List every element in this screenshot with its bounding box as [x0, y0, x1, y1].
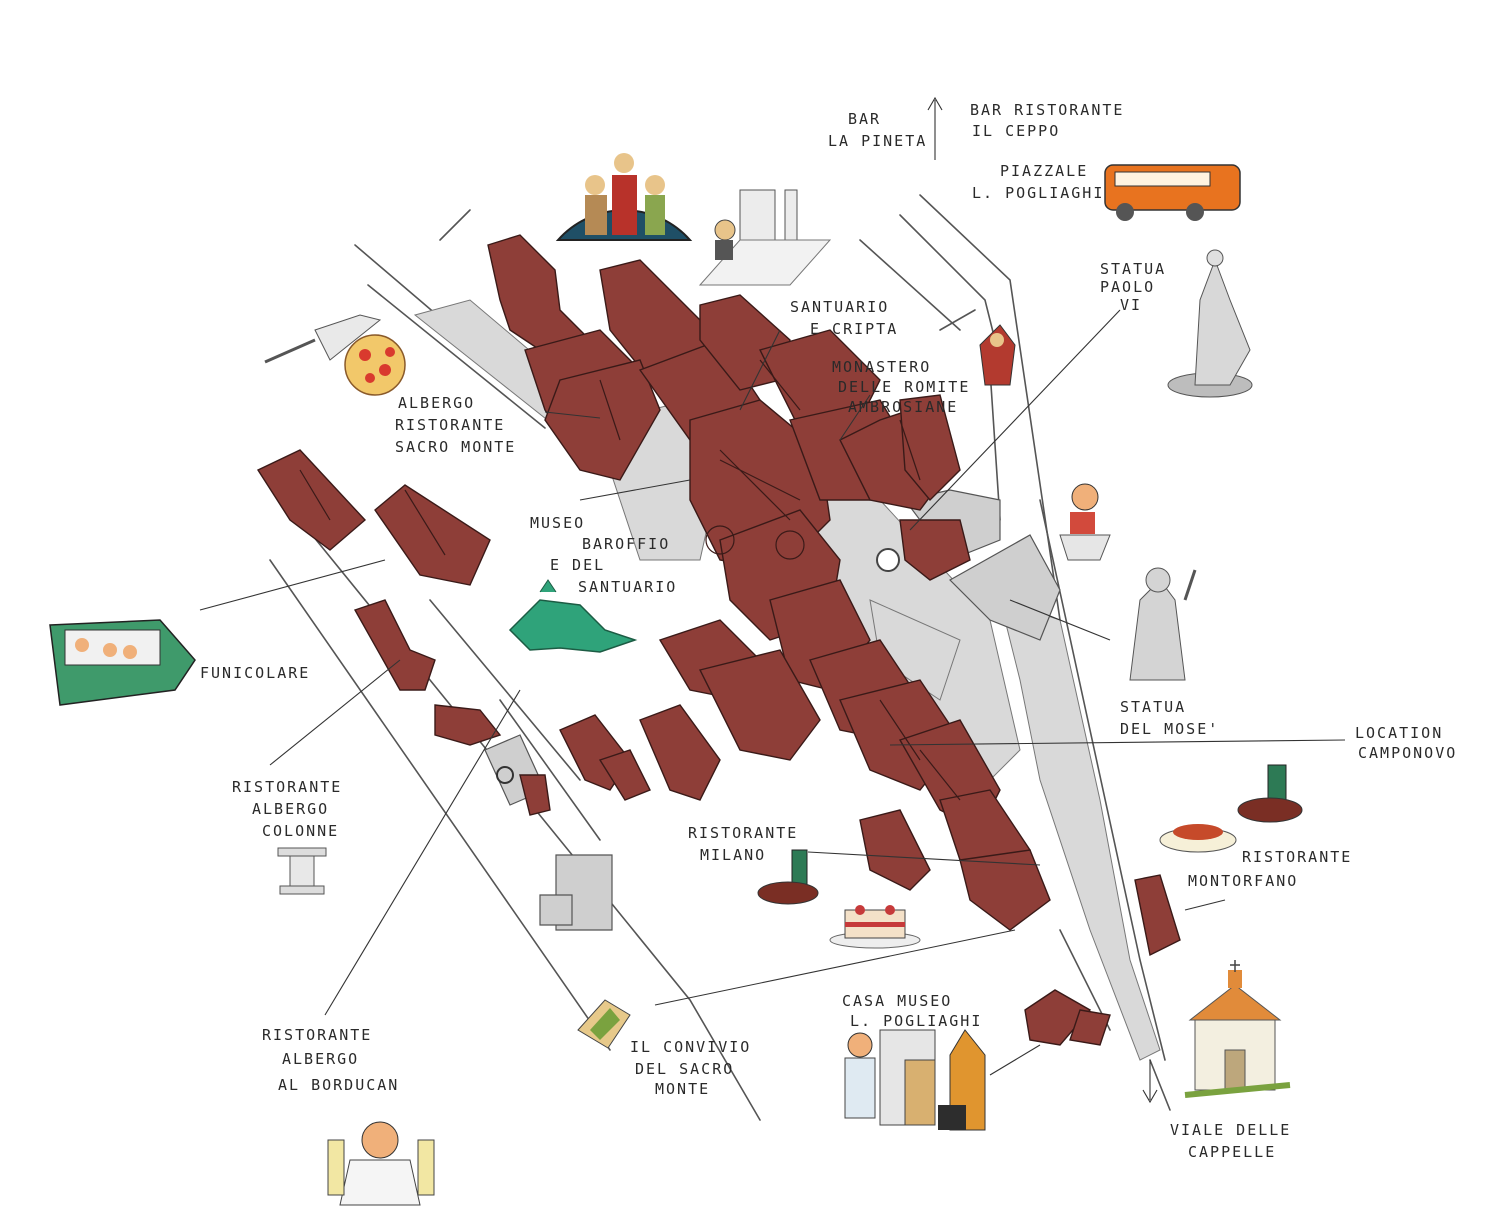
museum-collage-icon: [844, 1029, 986, 1131]
label-colonne-1: RISTORANTE: [232, 778, 342, 796]
label-colonne-3: COLONNE: [262, 822, 339, 840]
label-colonne-2: ALBERGO: [252, 800, 329, 818]
fresco-icon: [555, 153, 693, 241]
label-bar-ceppo-2: IL CEPPO: [972, 122, 1060, 140]
label-mose-1: STATUA: [1120, 698, 1186, 716]
label-convivio-3: MONTE: [655, 1080, 710, 1098]
label-monastero-3: AMBROSIANE: [848, 398, 958, 416]
label-bar-pineta-1: BAR: [848, 110, 881, 128]
label-bar-ceppo-1: BAR RISTORANTE: [970, 101, 1124, 119]
roof-ridges: [299, 359, 961, 801]
statue-paolo-vi-icon: [1167, 249, 1253, 398]
label-location-2: CAMPONOVO: [1358, 744, 1457, 762]
label-museo-3: E DEL: [550, 556, 605, 574]
bell-tower-icon: [698, 189, 832, 286]
pizza-icon: [264, 314, 406, 396]
label-santuario-1: SANTUARIO: [790, 298, 889, 316]
label-monastero-2: DELLE ROMITE: [838, 378, 970, 396]
label-funicolare: FUNICOLARE: [200, 664, 310, 682]
wine-chicken-icon: [757, 764, 1303, 905]
label-borducan-1: RISTORANTE: [262, 1026, 372, 1044]
label-convivio-2: DEL SACRO: [635, 1060, 734, 1078]
label-viale-2: CAPPELLE: [1188, 1143, 1276, 1161]
chef-bottles-icon: [327, 1121, 435, 1206]
label-albergo-sm-3: SACRO MONTE: [395, 438, 516, 456]
chapel-icon: [1184, 960, 1291, 1098]
label-museo-4: SANTUARIO: [578, 578, 677, 596]
label-casa-museo-2: L. POGLIAGHI: [850, 1012, 982, 1030]
label-casa-museo-1: CASA MUSEO: [842, 992, 952, 1010]
label-mose-2: DEL MOSE': [1120, 720, 1219, 738]
label-viale-1: VIALE DELLE: [1170, 1121, 1291, 1139]
moses-statue-icon: [1129, 567, 1197, 681]
cake-icon: [829, 905, 921, 949]
boy-icon: [1059, 483, 1111, 561]
label-milano-1: RISTORANTE: [688, 824, 798, 842]
label-museo-2: BAROFFIO: [582, 535, 670, 553]
label-statua-paolo-2: PAOLO: [1100, 278, 1155, 296]
label-piazzale-1: PIAZZALE: [1000, 162, 1088, 180]
column-icon: [277, 847, 327, 895]
label-location-1: LOCATION: [1355, 724, 1443, 742]
label-convivio-1: IL CONVIVIO: [630, 1038, 751, 1056]
label-statua-paolo-3: VI: [1120, 296, 1142, 314]
label-albergo-sm-1: ALBERGO: [398, 394, 475, 412]
sandwich-icon: [577, 999, 631, 1049]
label-borducan-2: ALBERGO: [282, 1050, 359, 1068]
label-albergo-sm-2: RISTORANTE: [395, 416, 505, 434]
label-santuario-2: E CRIPTA: [810, 320, 898, 338]
labels: BAR LA PINETA BAR RISTORANTE IL CEPPO PI…: [200, 101, 1457, 1161]
bus-icon: [1104, 164, 1241, 221]
label-montorfano-2: MONTORFANO: [1188, 872, 1298, 890]
label-monastero-1: MONASTERO: [832, 358, 931, 376]
label-bar-pineta-2: LA PINETA: [828, 132, 927, 150]
label-borducan-3: AL BORDUCAN: [278, 1076, 399, 1094]
label-montorfano-1: RISTORANTE: [1242, 848, 1352, 866]
crocodile-icon: [508, 579, 638, 653]
funicular-icon: [49, 619, 196, 706]
label-milano-2: MILANO: [700, 846, 766, 864]
nun-icon: [979, 324, 1016, 386]
label-piazzale-2: L. POGLIAGHI: [972, 184, 1104, 202]
leader-lines: [199, 96, 1346, 1104]
spaghetti-icon: [1159, 824, 1237, 853]
label-museo-1: MUSEO: [530, 514, 585, 532]
label-statua-paolo-1: STATUA: [1100, 260, 1166, 278]
